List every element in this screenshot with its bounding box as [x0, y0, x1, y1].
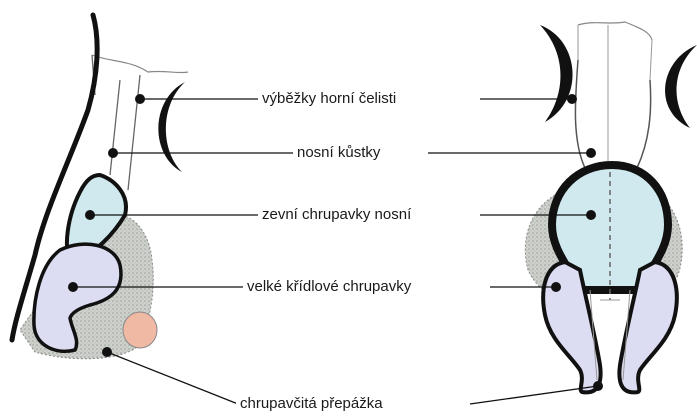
lateral-view — [12, 15, 188, 359]
label-alar-cartilages: velké křídlové chrupavky — [243, 278, 415, 296]
label-septal-cartilage: chrupavčitá přepážka — [236, 395, 387, 413]
label-maxillary-processes: výběžky horní čelisti — [258, 90, 400, 108]
lateral-sesamoid-cartilage — [123, 312, 157, 348]
frontal-crescent-right — [665, 45, 697, 128]
frontal-view — [525, 22, 697, 392]
lateral-bone-top — [92, 55, 188, 73]
label-nasal-bones: nosní kůstky — [293, 144, 384, 162]
label-lateral-cartilages: zevní chrupavky nosní — [258, 206, 415, 224]
lateral-maxilla-crescent — [158, 82, 185, 172]
frontal-crescent-left — [540, 25, 573, 122]
